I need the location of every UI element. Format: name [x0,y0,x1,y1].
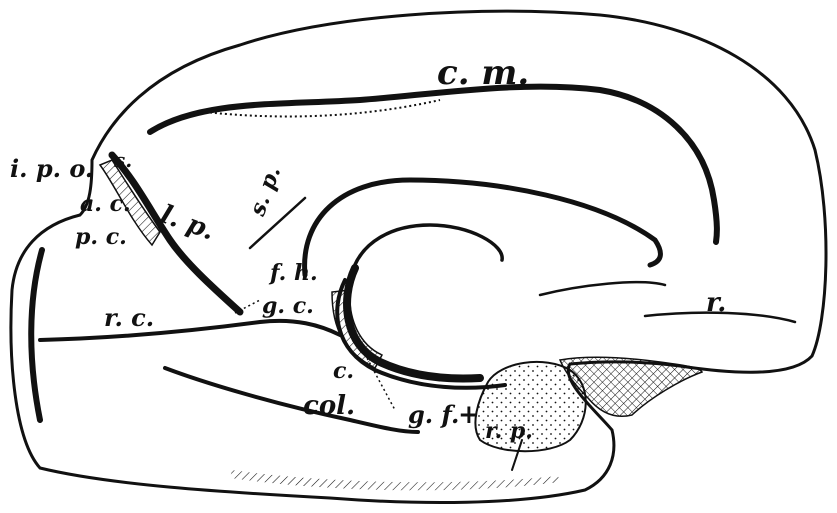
label-plus: + [458,402,480,428]
corpus-callosum-inner [350,225,502,280]
label-gc: g. c. [262,295,314,317]
callosomarginal-sulcus [150,87,717,242]
label-col: col. [303,393,355,419]
label-gf: g. f. [408,403,459,427]
label-c: c. [333,360,354,382]
label-pc: p. c. [75,226,127,248]
label-rp: r. p. [485,420,533,442]
occipital-notch [31,250,42,420]
label-fh: f. h. [270,262,318,284]
inferior-rim-hatch [230,470,560,490]
label-r: r. [706,290,726,316]
label-cm: c. m. [437,56,529,90]
label-ipo: i. p. o. [10,157,93,181]
callosal-end-curve [540,282,665,295]
collateral-fissure [165,368,418,432]
calcarine-fissure [40,321,340,340]
label-ac: a. c. [80,193,131,215]
label-s: s. [114,150,132,170]
label-rc: r. c. [104,306,154,330]
